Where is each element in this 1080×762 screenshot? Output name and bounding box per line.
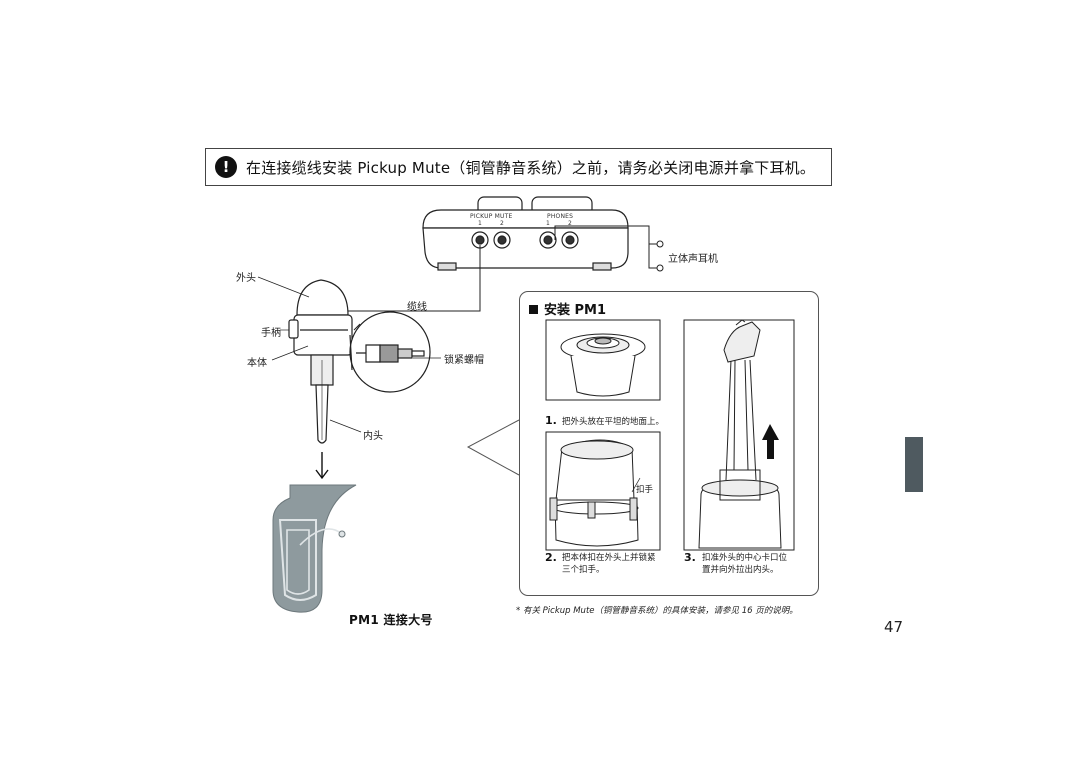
body-label: 本体 [247,358,267,369]
pickup-port-2: 2 [500,220,505,227]
step-1-number: 1. [545,414,557,427]
controller-device [422,196,629,271]
pickup-port-1: 1 [478,220,483,227]
plug-zoom [349,311,431,393]
section-tab-marker [905,437,923,492]
page-number: 47 [884,618,904,636]
handle-label: 手柄 [261,328,281,339]
install-title: 安装 PM1 [529,299,606,318]
warning-banner: ! 在连接缆线安装 Pickup Mute（铜管静音系统）之前，请务必关闭电源并… [205,148,832,186]
step2-image [545,431,661,551]
warning-icon: ! [215,156,237,178]
pickup-cable [335,245,481,312]
phones-port-1: 1 [546,220,551,227]
cable-label: 缆线 [407,302,427,313]
stereo-headphones-label: 立体声耳机 [668,254,718,265]
phones-port-2: 2 [568,220,573,227]
pm1-tuba-caption: PM1 连接大号 [349,613,433,627]
step-3-number: 3. [684,551,696,564]
step1-image [545,319,661,401]
bullet-square-icon [529,305,538,314]
inner-head-label: 内头 [363,431,383,442]
step-3-text-line1: 扣准外头的中心卡口位 [702,553,788,563]
step-1-text: 把外头放在平坦的地面上。 [562,417,665,427]
step-2-text-line2: 三个扣手。 [562,565,605,575]
pickup-mute-label: PICKUP MUTE [470,213,513,220]
step-3-text-line2: 置并向外拉出内头。 [702,565,779,575]
tuba-image [272,484,357,613]
clasp-label: 扣手 [636,485,654,495]
headphone-cable [554,225,664,272]
step-2-text-line1: 把本体扣在外头上并锁紧 [562,553,656,563]
step-2-number: 2. [545,551,557,564]
install-panel [519,291,819,596]
arrow-down-icon [315,452,329,480]
lock-nut-label: 锁紧螺帽 [444,355,484,366]
outer-head-label: 外头 [236,273,256,284]
warning-text: 在连接缆线安装 Pickup Mute（铜管静音系统）之前，请务必关闭电源并拿下… [246,158,816,177]
callout-pointer [466,419,520,476]
install-title-text: 安装 PM1 [544,303,607,318]
arrow-up-icon [762,424,779,459]
footnote: * 有关 Pickup Mute（铜管静音系统）的具体安装，请参见 16 页的说… [516,606,798,616]
phones-label: PHONES [547,213,574,220]
pickup-mute [288,279,353,444]
